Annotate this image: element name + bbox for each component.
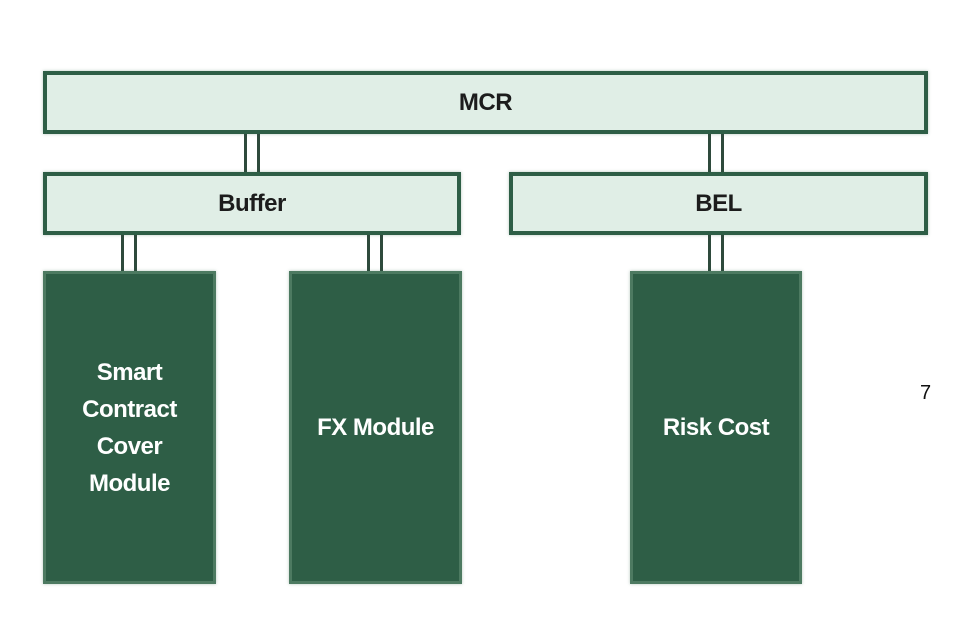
connector-mcr-buffer — [244, 134, 260, 173]
mcr-box: MCR — [43, 71, 928, 134]
label-line: Smart — [96, 358, 163, 386]
connector-buffer-fx-module — [367, 235, 383, 272]
connector-buffer-smart-contract — [121, 235, 137, 272]
mcr-label: MCR — [458, 88, 513, 116]
smart-contract-cover-module-box: Smart Contract Cover Module — [43, 271, 216, 584]
smart-contract-cover-module-label: Smart Contract Cover Module — [82, 354, 177, 502]
buffer-label: Buffer — [218, 189, 286, 217]
label-line: Contract — [82, 395, 177, 423]
label-line: Module — [88, 469, 170, 497]
connector-mcr-bel — [708, 134, 724, 173]
bel-label: BEL — [695, 189, 742, 217]
buffer-box: Buffer — [43, 172, 461, 235]
bel-box: BEL — [509, 172, 928, 235]
connector-bel-risk-cost — [708, 235, 724, 272]
page-number: 7 — [920, 382, 932, 404]
label-line: Cover — [96, 432, 163, 460]
risk-cost-label: Risk Cost — [662, 414, 770, 441]
fx-module-box: FX Module — [289, 271, 462, 584]
fx-module-label: FX Module — [317, 414, 434, 441]
risk-cost-box: Risk Cost — [630, 271, 802, 584]
